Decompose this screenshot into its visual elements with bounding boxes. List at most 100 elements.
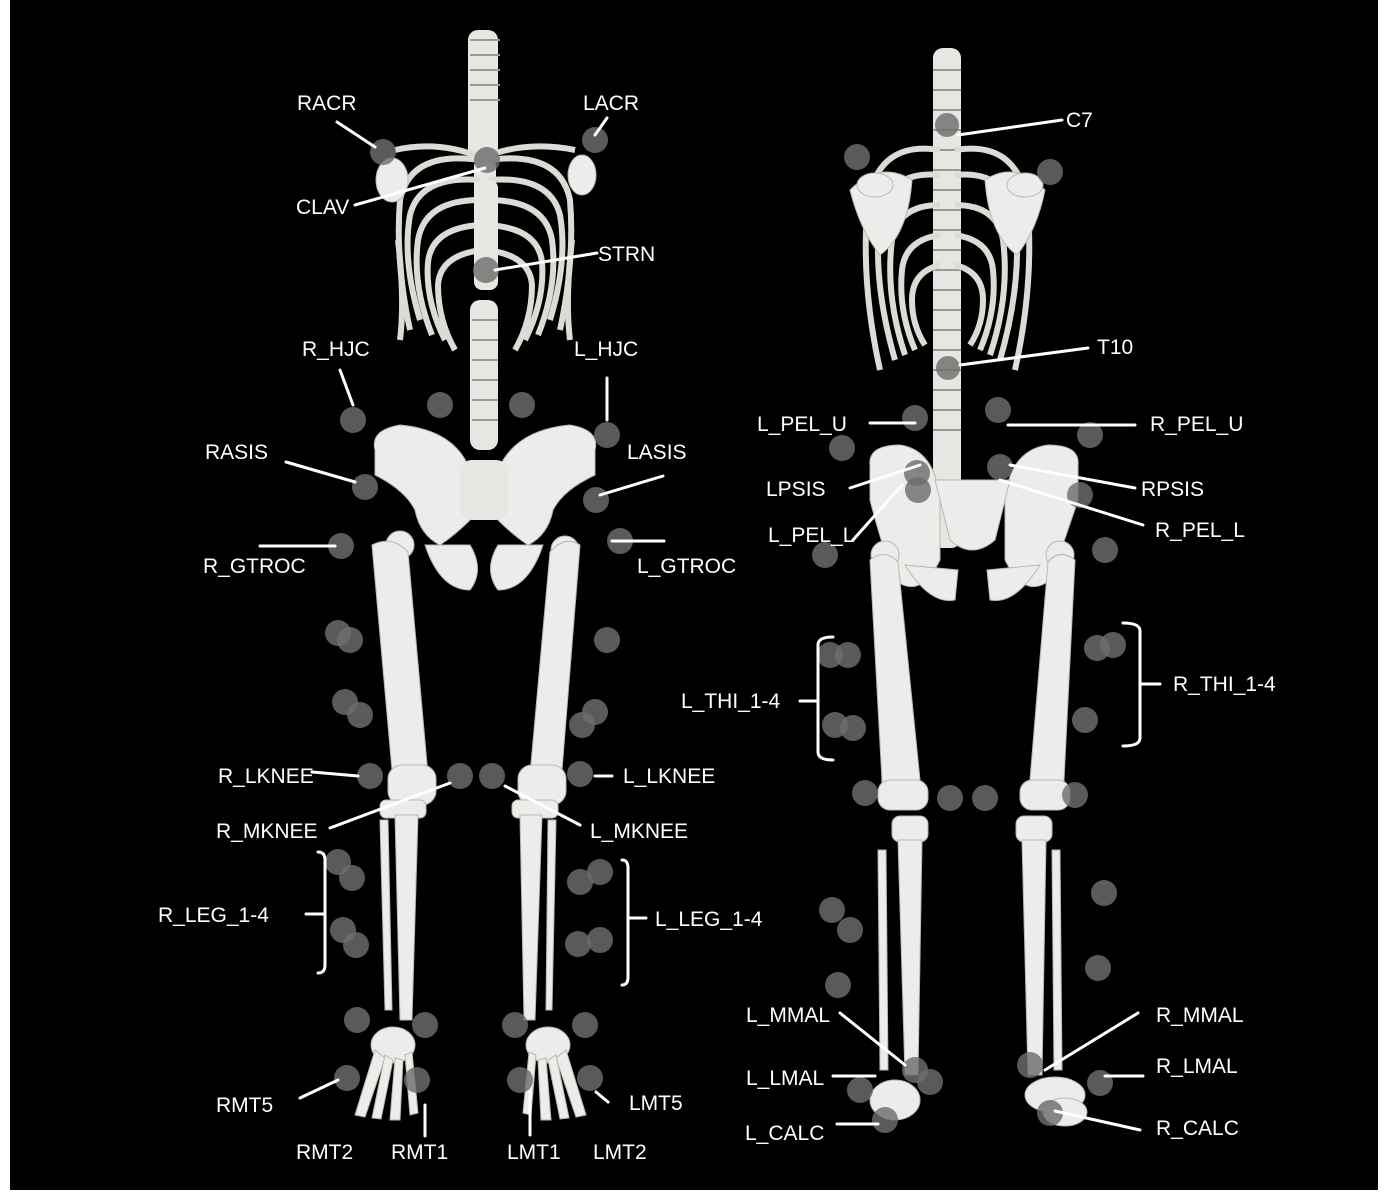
- marker-r-thigh-2: [337, 627, 363, 653]
- marker-knee-b3: [972, 785, 998, 811]
- marker-c7: [935, 113, 959, 137]
- marker-back-leg-r1: [1091, 880, 1117, 906]
- back-lower-legs: [878, 816, 1062, 1075]
- label-rmt1: RMT1: [391, 1141, 448, 1164]
- label-racr: RACR: [297, 92, 357, 115]
- marker-r-leg-4: [343, 932, 369, 958]
- marker-l-thi-4: [840, 715, 866, 741]
- marker-back-leg-l1: [819, 897, 845, 923]
- marker-knee-b2: [937, 785, 963, 811]
- marker-knee-b4: [1062, 782, 1088, 808]
- label-r-thi: R_THI_1-4: [1173, 673, 1276, 696]
- marker-r-thigh-4: [347, 702, 373, 728]
- label-l-pel-u: L_PEL_U: [757, 413, 847, 436]
- bracket-r-thi: [1123, 623, 1160, 746]
- marker-t10: [936, 356, 960, 380]
- marker-r-hjc: [340, 407, 366, 433]
- label-l-hjc: L_HJC: [574, 338, 638, 361]
- leader-l-mmal: [840, 1013, 905, 1065]
- marker-rmt5: [334, 1065, 360, 1091]
- marker-lmt5: [577, 1065, 603, 1091]
- marker-r-mmal: [1017, 1052, 1043, 1078]
- label-l-leg: L_LEG_1-4: [655, 908, 763, 931]
- label-clav: CLAV: [296, 196, 349, 219]
- label-rpsis: RPSIS: [1141, 478, 1204, 501]
- marker-back-shoulder-l: [844, 144, 870, 170]
- marker-l-lmal-2: [917, 1069, 943, 1095]
- label-r-lmal: R_LMAL: [1156, 1055, 1238, 1078]
- label-lasis: LASIS: [627, 441, 687, 464]
- label-r-pel-u: R_PEL_U: [1150, 413, 1243, 436]
- marker-back-hip-r: [1092, 537, 1118, 563]
- label-r-hjc: R_HJC: [302, 338, 370, 361]
- label-r-mknee: R_MKNEE: [216, 820, 318, 843]
- label-r-pel-l: R_PEL_L: [1155, 519, 1245, 542]
- label-l-calc: L_CALC: [745, 1122, 824, 1145]
- front-feet: [355, 1027, 586, 1120]
- marker-r-thi-2: [1100, 632, 1126, 658]
- marker-l-pel-l: [905, 477, 931, 503]
- leader-c7: [958, 120, 1062, 135]
- label-r-mmal: R_MMAL: [1156, 1004, 1244, 1027]
- marker-r-pel-u: [985, 397, 1011, 423]
- leader-t10: [960, 348, 1088, 365]
- label-l-lknee: L_LKNEE: [623, 765, 715, 788]
- marker-back-leg-l3: [825, 972, 851, 998]
- label-l-lmal: L_LMAL: [746, 1067, 824, 1090]
- leader-r-hjc: [340, 370, 353, 405]
- marker-l-thigh-1: [594, 627, 620, 653]
- label-rmt5: RMT5: [216, 1094, 273, 1117]
- leader-rmt5: [300, 1080, 338, 1098]
- label-lmt2: LMT2: [593, 1141, 647, 1164]
- marker-l-leg-2: [567, 869, 593, 895]
- marker-back-leg-l2: [837, 917, 863, 943]
- marker-l-thigh-3: [569, 712, 595, 738]
- marker-r-mknee: [447, 763, 473, 789]
- label-l-gtroc: L_GTROC: [637, 555, 736, 578]
- front-lower-legs: [380, 800, 558, 1020]
- marker-lmt1: [507, 1067, 533, 1093]
- marker-l-ankle-1: [502, 1012, 528, 1038]
- label-lacr-front: LACR: [583, 92, 639, 115]
- diagram-frame: RACR LACR CLAV STRN R_HJC L_HJC RASIS LA…: [10, 0, 1378, 1190]
- leader-r-lknee: [312, 772, 358, 776]
- leader-racr: [337, 122, 375, 147]
- marker-r-ankle-1: [344, 1007, 370, 1033]
- marker-r-ankle-2: [412, 1012, 438, 1038]
- label-r-gtroc: R_GTROC: [203, 555, 306, 578]
- label-t10: T10: [1097, 336, 1133, 359]
- marker-l-leg-3: [565, 931, 591, 957]
- marker-labels: RACR LACR CLAV STRN R_HJC L_HJC RASIS LA…: [158, 92, 1276, 1164]
- marker-l-mknee: [479, 763, 505, 789]
- marker-r-thi-3: [1072, 707, 1098, 733]
- back-skeleton: [850, 48, 1087, 1126]
- leader-rasis: [286, 462, 355, 482]
- marker-rmt1: [404, 1067, 430, 1093]
- marker-l-thi-2: [835, 642, 861, 668]
- leader-lasis: [600, 476, 663, 495]
- marker-racr: [370, 139, 396, 165]
- label-r-calc: R_CALC: [1156, 1117, 1239, 1140]
- label-l-thi: L_THI_1-4: [681, 690, 781, 713]
- marker-l-hjc: [594, 422, 620, 448]
- label-l-mmal: L_MMAL: [746, 1004, 830, 1027]
- marker-back-shoulder-r: [1037, 159, 1063, 185]
- label-r-lknee: R_LKNEE: [218, 765, 314, 788]
- marker-placement-diagram: RACR LACR CLAV STRN R_HJC L_HJC RASIS LA…: [10, 0, 1378, 1190]
- label-rasis: RASIS: [205, 441, 268, 464]
- marker-r-lmal: [1087, 1070, 1113, 1096]
- label-lmt1: LMT1: [507, 1141, 561, 1164]
- label-l-pel-l: L_PEL_L: [768, 524, 854, 547]
- marker-l-ankle-2: [572, 1012, 598, 1038]
- marker-back-leg-r2: [1085, 955, 1111, 981]
- label-c7: C7: [1066, 109, 1093, 132]
- marker-lacr-front: [582, 127, 608, 153]
- marker-l-pel-u: [902, 405, 928, 431]
- marker-r-lknee: [357, 763, 383, 789]
- bracket-l-leg: [622, 860, 646, 985]
- marker-l-calc: [872, 1107, 898, 1133]
- label-lmt5: LMT5: [629, 1092, 683, 1115]
- marker-lasis: [583, 487, 609, 513]
- marker-hjc-mid-1: [427, 392, 453, 418]
- marker-l-lmal: [847, 1077, 873, 1103]
